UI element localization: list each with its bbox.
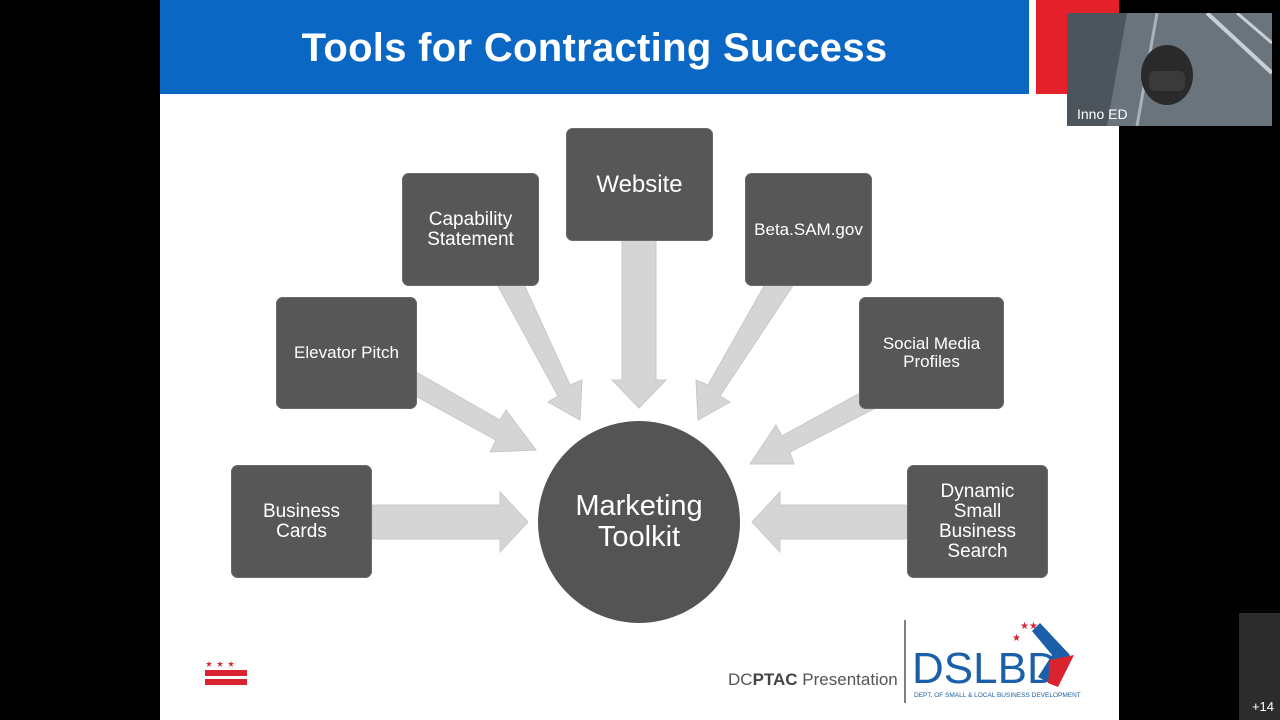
participant-video-tile[interactable]: Inno ED: [1067, 13, 1272, 126]
hub-marketing-toolkit: Marketing Toolkit: [538, 421, 740, 623]
arrow-business-cards: [371, 490, 529, 554]
box-business-cards: Business Cards: [231, 465, 372, 578]
participant-name: Inno ED: [1077, 106, 1128, 122]
dslbd-logo: DSLBD ★★ ★ DEPT. OF SMALL & LOCAL BUSINE…: [904, 620, 1081, 703]
footer-text: DCPTAC Presentation: [728, 670, 898, 689]
box-website: Website: [566, 128, 713, 241]
more-participants-count: +14: [1251, 699, 1274, 714]
presentation-slide: Tools for Contracting Success Website Ca…: [160, 0, 1119, 720]
arrow-dynamic: [751, 490, 908, 554]
arrow-beta-sam: [695, 257, 801, 421]
box-elevator-pitch: Elevator Pitch: [276, 297, 417, 409]
box-capability-statement: Capability Statement: [402, 173, 539, 286]
svg-text:★★: ★★: [1020, 621, 1038, 632]
participant-video: [1067, 13, 1272, 126]
arrow-website: [610, 239, 668, 409]
box-dynamic-search: Dynamic Small Business Search: [907, 465, 1048, 578]
more-participants-button[interactable]: +14: [1239, 613, 1280, 720]
dc-flag-icon: [205, 657, 247, 687]
title-bar: [160, 0, 1029, 94]
box-beta-sam: Beta.SAM.gov: [745, 173, 872, 286]
svg-text:★: ★: [1012, 633, 1021, 644]
slide-title: Tools for Contracting Success: [301, 26, 888, 70]
svg-text:DEPT. OF SMALL & LOCAL BUSINES: DEPT. OF SMALL & LOCAL BUSINESS DEVELOPM…: [914, 692, 1081, 699]
svg-text:DSLBD: DSLBD: [912, 644, 1059, 693]
box-social-media: Social Media Profiles: [859, 297, 1004, 409]
